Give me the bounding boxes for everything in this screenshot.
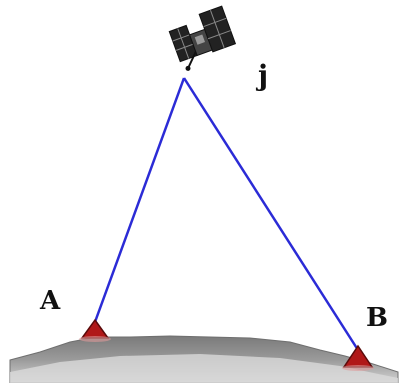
satellite-icon (167, 6, 238, 72)
signal-line-a (95, 78, 184, 322)
station-a-label: A (40, 288, 60, 314)
station-b-label: B (366, 305, 388, 331)
signal-line-b (184, 78, 358, 350)
satellite-label: j (258, 62, 268, 90)
station-a-marker (79, 320, 111, 342)
